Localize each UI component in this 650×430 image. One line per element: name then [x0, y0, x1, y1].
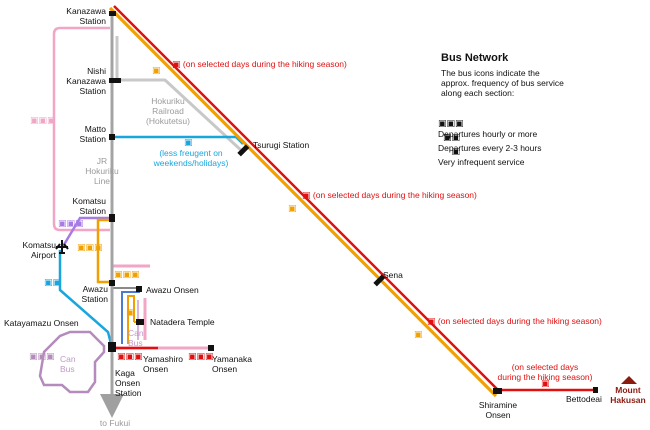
station-bettodeai-label: Bettodeai — [566, 394, 602, 404]
station-awazu-label: Awazu Station — [81, 284, 108, 304]
station-sena-label: Sena — [383, 270, 403, 280]
station-nishi-kanazawa-label: Nishi Kanazawa Station — [66, 66, 106, 96]
station-marker-yamanaka — [208, 345, 214, 351]
legend-every-2-3h-text: Departures every 2-3 hours — [438, 143, 542, 153]
station-shiramine-label: Shiramine Onsen — [478, 400, 518, 420]
can-bus-left-label: Can Bus — [60, 354, 76, 374]
bus-icon-awazu-hourly: ▣▣▣ — [114, 270, 140, 280]
legend-infrequent-text: Very infrequent service — [438, 157, 525, 167]
legend-infrequent-icon: ▣ — [451, 147, 460, 157]
bus-icon-orange-infrequent-2: ▣ — [288, 204, 297, 214]
station-kaga-onsen-label: Kaga Onsen Station — [115, 368, 142, 398]
bus-icon-blue-every-2-3h: ▣▣ — [44, 278, 62, 288]
legend-hourly-icon: ▣▣▣ — [438, 119, 464, 129]
blue-route-matto-tsurugi — [112, 135, 244, 145]
legend-item-infrequent: ▣ Very infrequent service — [438, 136, 638, 167]
station-marker-komatsu — [109, 214, 115, 222]
airplane-icon — [55, 240, 69, 254]
to-fukui-label: to Fukui — [99, 418, 131, 428]
pink-route — [52, 26, 110, 232]
bus-icon-yamashiro-hourly: ▣▣▣ — [117, 352, 143, 362]
orange-awazu-loop — [127, 295, 135, 344]
station-kanazawa-label: Kanazawa Station — [66, 6, 106, 26]
bus-icon-red-infrequent: ▣ — [541, 379, 550, 389]
bus-icon-purple-hourly: ▣▣▣ — [58, 219, 84, 229]
jr-hokuriku-label: JR Hokuriku Line — [85, 156, 119, 186]
seasonal-note-4: (on selected days during the hiking seas… — [497, 362, 593, 382]
station-tsurugi-label: Tsurugi Station — [253, 140, 310, 150]
station-komatsu-airport-label: Komatsu Airport — [22, 240, 56, 260]
bus-icon-orange-infrequent: ▣ — [152, 66, 161, 76]
orange-route-hakusan — [108, 6, 498, 398]
station-yamashiro-label: Yamashiro Onsen — [143, 354, 183, 374]
station-yamanaka-label: Yamanaka Onsen — [212, 354, 253, 374]
legend-title: Bus Network — [441, 52, 509, 64]
station-matto-label: Matto Station — [79, 124, 106, 144]
station-marker-shiramine — [493, 388, 502, 394]
station-marker-bettodeai — [593, 387, 598, 393]
hokutetsu-line — [115, 36, 245, 154]
seasonal-note-2: ▣ (on selected days during the hiking se… — [302, 190, 477, 201]
bus-icon-pink-hourly: ▣▣▣ — [30, 116, 56, 126]
station-marker-yamashiro — [108, 346, 114, 352]
seasonal-note-3: ▣ (on selected days during the hiking se… — [427, 316, 602, 327]
station-marker-awazu — [109, 280, 115, 286]
station-marker-awazu-onsen — [136, 286, 142, 292]
station-natadera-label: Natadera Temple — [150, 317, 215, 327]
bus-icon-yamanaka-hourly: ▣▣▣ — [188, 352, 214, 362]
mountain-icon — [621, 376, 637, 384]
station-awazu-onsen-label: Awazu Onsen — [146, 285, 199, 295]
bus-icon-orange-infrequent-3: ▣ — [414, 330, 423, 340]
bus-icon-can-bus-hourly: ▣▣▣ — [29, 352, 55, 362]
hokutetsu-label: Hokuriku Railroad (Hokutetsu) — [146, 96, 190, 126]
purple-route-airport — [60, 216, 110, 249]
bus-icon-awazu-loop: ▣ — [126, 308, 135, 318]
station-marker-natadera — [136, 319, 144, 325]
weekends-note: (less freugent on weekends/holidays) — [153, 148, 229, 168]
station-marker-matto — [109, 134, 115, 140]
station-komatsu-label: Komatsu Station — [72, 196, 106, 216]
legend-item-every-2-3h: ▣▣ Departures every 2-3 hours — [438, 122, 638, 153]
station-marker-kanazawa — [109, 11, 116, 16]
legend-item-hourly: ▣▣▣ Departures hourly or more — [438, 108, 638, 139]
bus-icon-blue-infrequent: ▣ — [184, 138, 193, 148]
legend-every-2-3h-icon: ▣▣ — [442, 133, 460, 143]
bus-icon-orange-hourly: ▣▣▣ — [77, 243, 103, 253]
mount-hakusan-label: Mount Hakusan — [610, 385, 646, 405]
blue-route-airport-kaga — [58, 250, 114, 349]
can-bus-center-label: Can Bus — [128, 328, 144, 348]
orange-route-komatsu-awazu — [96, 218, 110, 284]
blue-awazu-loop — [121, 291, 140, 344]
legend-hourly-text: Departures hourly or more — [438, 129, 538, 139]
station-marker-tsurugi — [237, 144, 250, 157]
station-marker-nishi-kanazawa — [109, 78, 121, 83]
seasonal-note-1: ▣ (on selected days during the hiking se… — [172, 59, 347, 70]
can-bus-loop — [38, 330, 106, 394]
station-marker-sena — [373, 274, 386, 287]
legend-description: The bus icons indicate the approx. frequ… — [441, 68, 564, 98]
station-katayamazu-label: Katayamazu Onsen — [4, 318, 79, 328]
